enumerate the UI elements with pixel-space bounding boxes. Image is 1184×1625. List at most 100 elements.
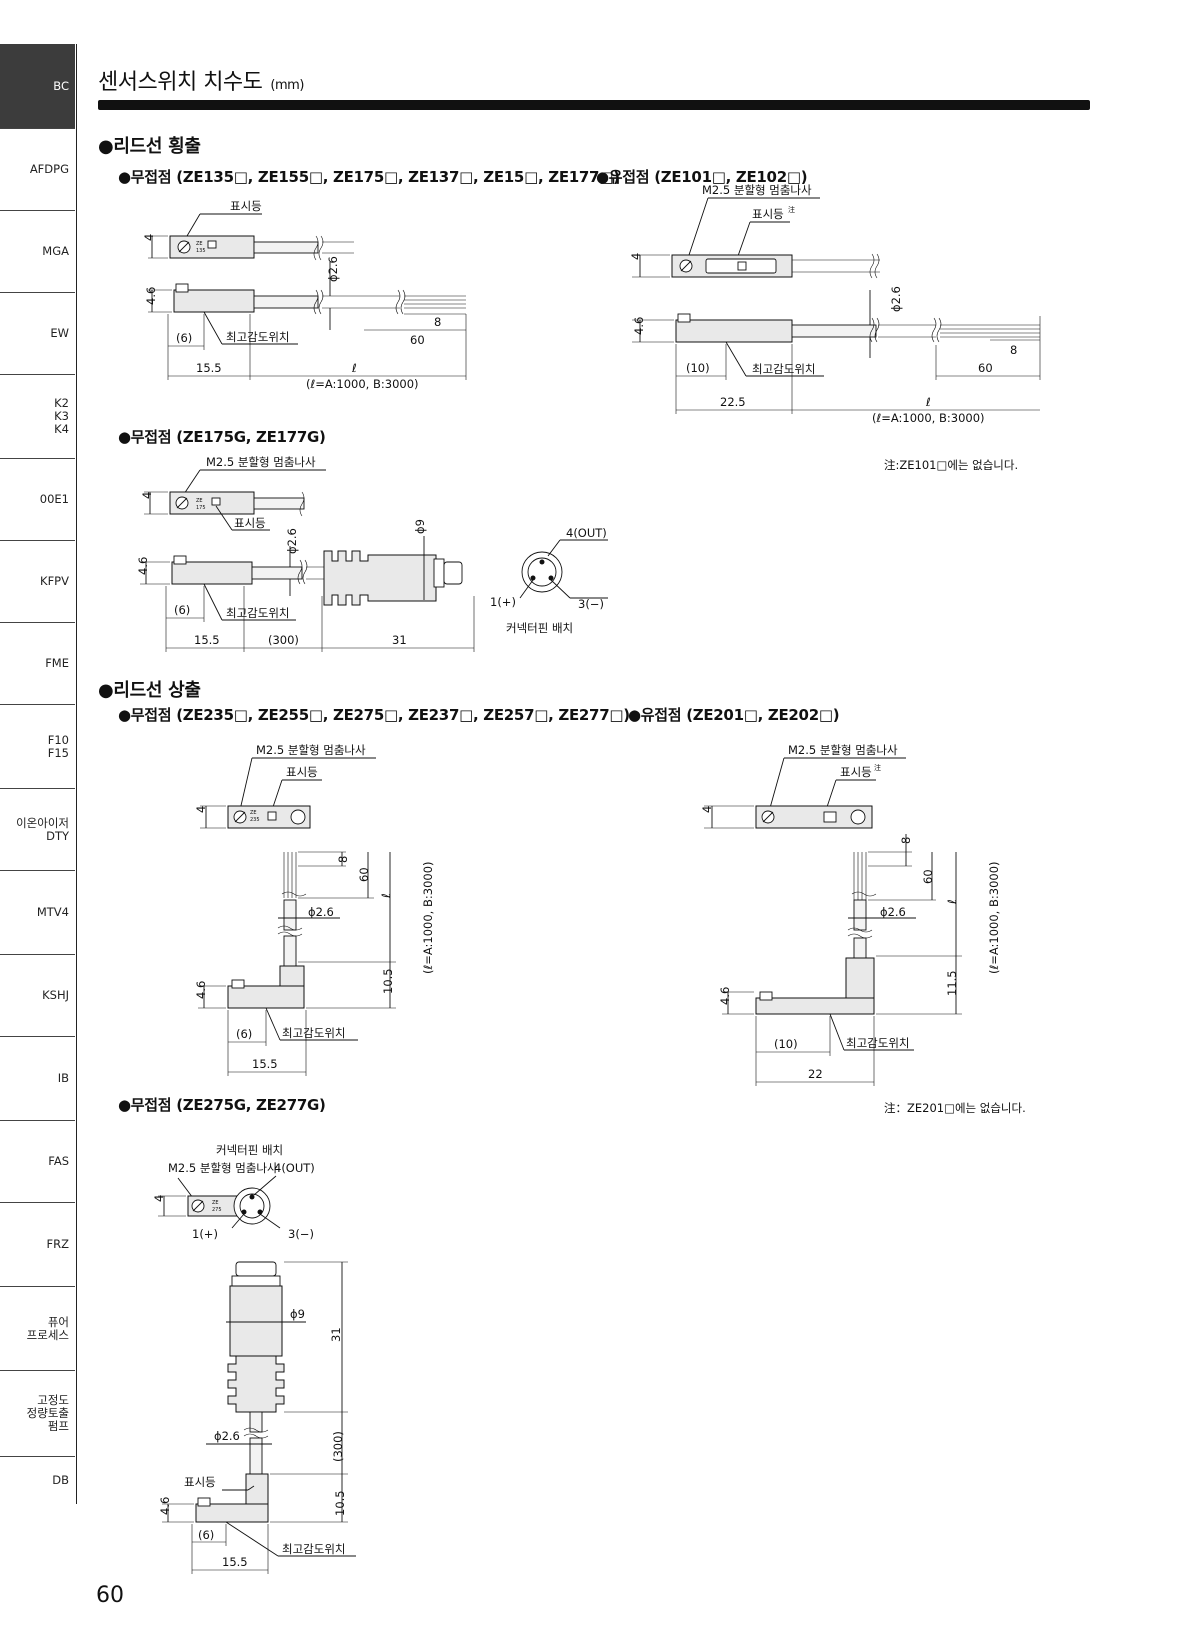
label-indicator: 표시등 [230,199,262,213]
sidebar-tab-ib[interactable]: IB [0,1036,75,1120]
svg-text:60: 60 [978,361,993,375]
svg-text:(10): (10) [774,1037,798,1051]
sidebar-tab-kfpv[interactable]: KFPV [0,540,75,622]
connector-plug-icon [323,550,437,606]
svg-text:ZE: ZE [212,1200,219,1206]
sidebar-tab-fme[interactable]: FME [0,622,75,704]
svg-text:31: 31 [329,1327,343,1342]
sidebar-tab-ionizer[interactable]: 이온아이저 DTY [0,788,75,870]
svg-text:(ℓ=A:1000, B:3000): (ℓ=A:1000, B:3000) [987,861,1001,974]
svg-text:ϕ9: ϕ9 [413,519,427,534]
svg-text:ℓ: ℓ [945,899,959,905]
svg-text:ℓ: ℓ [925,395,931,409]
drawing-up-contactless: M2.5 분할형 멈춤나사 표시등 ZE 235 4 4.6 8 60 ℓ (ℓ… [194,743,435,1076]
sidebar-tab-afdpg[interactable]: AFDPG [0,128,75,210]
sidebar-tab-00e1[interactable]: 00E1 [0,458,75,540]
svg-text:60: 60 [410,333,425,347]
svg-text:4: 4 [140,492,154,499]
page-title-text: 센서스위치 치수도 [98,70,263,95]
svg-text:표시등: 표시등 [752,207,784,221]
sidebar-tab-kshj[interactable]: KSHJ [0,954,75,1036]
svg-text:10.5: 10.5 [381,968,395,994]
sidebar-tab-k2k3k4[interactable]: K2 K3 K4 [0,374,75,458]
svg-text:(ℓ=A:1000, B:3000): (ℓ=A:1000, B:3000) [872,411,985,425]
svg-text:M2.5 분할형 멈춤나사: M2.5 분할형 멈춤나사 [168,1161,278,1175]
svg-text:4.6: 4.6 [632,317,646,335]
svg-text:(300): (300) [268,633,299,647]
svg-text:4(OUT): 4(OUT) [566,526,607,540]
svg-text:8: 8 [336,856,350,863]
section-heading-lead-up: ●리드선 상출 [98,680,201,701]
svg-text:ℓ: ℓ [351,361,357,375]
svg-text:4.6: 4.6 [144,287,158,305]
svg-text:3(−): 3(−) [578,597,604,611]
sidebar-tab-ew[interactable]: EW [0,292,75,374]
svg-text:ϕ2.6: ϕ2.6 [326,256,340,282]
sidebar-tab-fas[interactable]: FAS [0,1120,75,1202]
svg-text:15.5: 15.5 [194,633,220,647]
sensor-body-side [675,319,793,343]
svg-text:(ℓ=A:1000, B:3000): (ℓ=A:1000, B:3000) [421,861,435,974]
indicator-icon [737,261,747,271]
svg-text:최고감도위치: 최고감도위치 [282,1542,345,1556]
svg-text:ZE: ZE [250,810,257,816]
sidebar-tab-pure-process[interactable]: 퓨어 프로세스 [0,1286,75,1370]
sidebar-tab-bc[interactable]: BC [0,44,75,128]
svg-text:ϕ2.6: ϕ2.6 [214,1429,240,1443]
svg-text:1(+): 1(+) [490,595,516,609]
svg-text:ϕ2.6: ϕ2.6 [308,905,334,919]
svg-text:(6): (6) [198,1528,214,1542]
svg-text:60: 60 [357,867,371,882]
svg-text:4.6: 4.6 [718,987,732,1005]
svg-text:3(−): 3(−) [288,1227,314,1241]
svg-text:4(OUT): 4(OUT) [274,1161,315,1175]
svg-text:(10): (10) [686,361,710,375]
screw-head-icon [175,283,189,293]
svg-text:11.5: 11.5 [945,970,959,996]
section-heading-lead-side: ●리드선 횡출 [98,136,201,157]
svg-text:注: 注 [874,763,881,772]
connector-plug-icon [229,1285,283,1357]
body-mark: ZE [196,241,203,247]
sidebar-tab-mtv4[interactable]: MTV4 [0,870,75,954]
subheading-side-contact: ●유접점 (ZE101□, ZE102□) [596,168,808,186]
label-pin-layout: 커넥터핀 배치 [506,621,573,635]
svg-text:275: 275 [212,1207,222,1213]
sidebar-nav: BC AFDPG MGA EW K2 K3 K4 00E1 KFPV FME F… [0,44,77,1504]
svg-text:235: 235 [250,817,260,823]
svg-text:(6): (6) [176,331,192,345]
page-number: 60 [96,1583,124,1608]
svg-text:(ℓ=A:1000, B:3000): (ℓ=A:1000, B:3000) [306,377,419,391]
sidebar-tab-frz[interactable]: FRZ [0,1202,75,1286]
sidebar-tab-db[interactable]: DB [0,1456,75,1504]
label-screw: M2.5 분할형 멈춤나사 [702,183,812,197]
page-title-unit: (mm) [270,78,304,93]
page-title: 센서스위치 치수도 (mm) [98,64,304,96]
svg-text:M2.5 분할형 멈춤나사: M2.5 분할형 멈춤나사 [788,743,898,757]
svg-text:커넥터핀 배치: 커넥터핀 배치 [216,1143,283,1157]
svg-text:8: 8 [1010,343,1017,357]
svg-text:표시등: 표시등 [286,765,318,779]
svg-text:M2.5 분할형 멈춤나사: M2.5 분할형 멈춤나사 [206,455,316,469]
svg-text:ϕ2.6: ϕ2.6 [285,528,299,554]
svg-text:(6): (6) [174,603,190,617]
note-up-contact: 注：ZE201□에는 없습니다. [884,1101,1026,1115]
svg-text:15.5: 15.5 [222,1555,248,1569]
sidebar-tab-f10f15[interactable]: F10 F15 [0,704,75,788]
drawing-side-contactless: ZE 135 표시등 4 4.6 ϕ2.6 8 60 최고감도위치 (6) 15… [142,199,467,391]
indicator-icon [207,240,217,249]
svg-text:4: 4 [142,234,156,241]
svg-text:4: 4 [194,806,208,813]
svg-text:표시등: 표시등 [184,1475,216,1489]
subheading-side-connector: ●무접점 (ZE175G, ZE177G) [118,428,326,446]
svg-text:최고감도위치: 최고감도위치 [226,606,289,620]
title-rule [98,100,1090,110]
svg-text:注: 注 [788,205,795,214]
svg-text:4.6: 4.6 [194,981,208,999]
svg-text:15.5: 15.5 [196,361,222,375]
body-mark: 135 [196,248,206,254]
svg-text:4: 4 [700,806,714,813]
sidebar-tab-mga[interactable]: MGA [0,210,75,292]
sidebar-tab-precision-pump[interactable]: 고정도 정량토출 펌프 [0,1370,75,1456]
sensor-body-side [173,289,255,313]
